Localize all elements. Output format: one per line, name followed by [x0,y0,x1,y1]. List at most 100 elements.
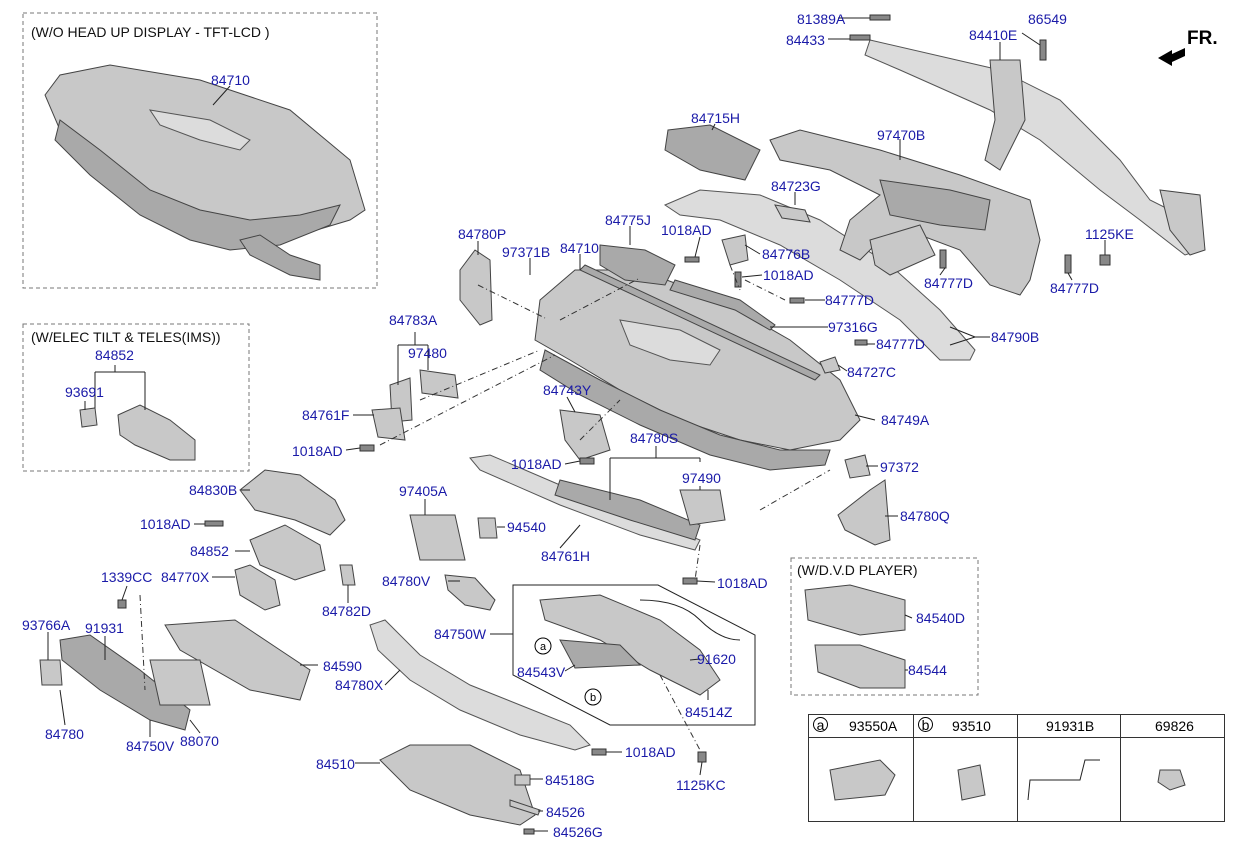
callout-84770X[interactable]: 84770X [161,569,210,585]
callout-84540D[interactable]: 84540D [916,610,966,626]
callout-84780V[interactable]: 84780V [382,573,431,589]
callout-1018AD-c[interactable]: 1018AD [292,443,343,459]
lower-panel-84750V [59,634,191,731]
callout-84761H[interactable]: 84761H [541,548,591,564]
callout-84782D[interactable]: 84782D [322,603,372,619]
callout-84780Q[interactable]: 84780Q [900,508,950,524]
callout-1125KC[interactable]: 1125KC [676,777,726,793]
callout-97480[interactable]: 97480 [408,345,447,361]
callout-88070[interactable]: 88070 [180,733,219,749]
callout-1018AD-f[interactable]: 1018AD [717,575,768,591]
callout-84518G[interactable]: 84518G [545,772,595,788]
callout-97371B[interactable]: 97371B [502,244,551,260]
cover-84770X [234,564,281,611]
vent-97480 [419,369,459,399]
bracket-84780V [444,574,496,611]
callout-86549[interactable]: 86549 [1028,11,1067,27]
hud-frame [599,244,676,286]
crash-pad-main [534,264,861,471]
callout-84775J[interactable]: 84775J [605,212,651,228]
callout-84710-top[interactable]: 84710 [211,72,250,88]
callout-84723G[interactable]: 84723G [771,178,821,194]
callout-84761F[interactable]: 84761F [302,407,350,423]
callout-1018AD-d[interactable]: 1018AD [511,456,562,472]
callout-84777D-c[interactable]: 84777D [825,292,875,308]
callout-84852[interactable]: 84852 [190,543,229,559]
marker-b-text: b [590,692,596,704]
callout-97490[interactable]: 97490 [682,470,721,486]
callout-84750W[interactable]: 84750W [434,626,487,642]
callout-1018AD-g[interactable]: 1018AD [625,744,676,760]
legend-part-91931B[interactable]: 91931B [1046,718,1095,734]
callout-84749A[interactable]: 84749A [881,412,930,428]
callout-84727C[interactable]: 84727C [847,364,897,380]
callout-84750V[interactable]: 84750V [126,738,175,754]
callout-84777D-b[interactable]: 84777D [1050,280,1100,296]
lower-cover-84590 [164,619,311,701]
garnish-84761H [554,479,701,541]
callout-84780[interactable]: 84780 [45,726,84,742]
side-cover-84780Q [837,479,891,546]
callout-84790B[interactable]: 84790B [991,329,1040,345]
callout-84433[interactable]: 84433 [786,32,825,48]
legend-part-b[interactable]: 93510 [952,718,991,734]
callout-84780X[interactable]: 84780X [335,677,384,693]
callout-81389A[interactable]: 81389A [797,11,846,27]
callout-84780S[interactable]: 84780S [630,430,679,446]
callout-1125KE[interactable]: 1125KE [1085,226,1134,242]
vent-97372 [844,454,871,479]
callout-91620[interactable]: 91620 [697,651,736,667]
callout-97405A[interactable]: 97405A [399,483,448,499]
callout-1339CC[interactable]: 1339CC [101,569,153,585]
lower-trim-84780X [369,619,591,751]
callout-84743Y[interactable]: 84743Y [543,382,592,398]
callout-93766A[interactable]: 93766A [22,617,71,633]
callout-84777D-a[interactable]: 84777D [924,275,974,291]
marker-b-icon [584,688,602,706]
callout-84526[interactable]: 84526 [546,804,585,820]
callout-84543V[interactable]: 84543V [517,664,566,680]
callout-84544[interactable]: 84544 [908,662,947,678]
callout-1018AD-e[interactable]: 1018AD [140,516,191,532]
callout-84514Z[interactable]: 84514Z [685,704,733,720]
stopper-84518G [514,774,531,786]
legend-cell-b: b 93510 [914,715,1018,821]
vent-97405A [409,514,466,561]
dvd-note: (W/D.V.D PLAYER) [797,562,918,578]
callout-94540[interactable]: 94540 [507,519,546,535]
callout-84526G[interactable]: 84526G [553,824,603,840]
callout-84852-ims[interactable]: 84852 [95,347,134,363]
ims-note: (W/ELEC TILT & TELES(IMS)) [31,329,221,345]
callout-84830B[interactable]: 84830B [189,482,238,498]
callout-84777D-d[interactable]: 84777D [876,336,926,352]
callout-97470B[interactable]: 97470B [877,127,926,143]
switch-93691 [79,407,98,428]
detail-frame-84750W [512,584,756,726]
callout-84783A[interactable]: 84783A [389,312,438,328]
cover-84727C [819,356,841,374]
glove-box-84510 [379,744,536,826]
callout-84510[interactable]: 84510 [316,756,355,772]
front-direction-label: FR. [1187,28,1218,49]
callout-93691[interactable]: 93691 [65,384,104,400]
callout-84715H[interactable]: 84715H [691,110,741,126]
legend-cell-91931B: 91931B [1018,715,1121,821]
callout-84776B[interactable]: 84776B [762,246,811,262]
clip-84723G [774,204,811,223]
legend-part-a[interactable]: 93550A [849,718,898,734]
legend-part-69826[interactable]: 69826 [1155,718,1194,734]
callout-84410E[interactable]: 84410E [969,27,1018,43]
callout-1018AD-a[interactable]: 1018AD [661,222,712,238]
callout-84780P[interactable]: 84780P [458,226,507,242]
callout-1018AD-b[interactable]: 1018AD [763,267,814,283]
callout-91931[interactable]: 91931 [85,620,124,636]
main-bracket-84750W [539,594,741,696]
callout-97316G[interactable]: 97316G [828,319,878,335]
callout-84590[interactable]: 84590 [323,658,362,674]
leader-lines [47,17,1106,832]
cowl-cross-bar [864,39,1206,256]
callout-84710-mid[interactable]: 84710 [560,240,599,256]
switch-94540 [477,517,498,539]
callout-97372[interactable]: 97372 [880,459,919,475]
